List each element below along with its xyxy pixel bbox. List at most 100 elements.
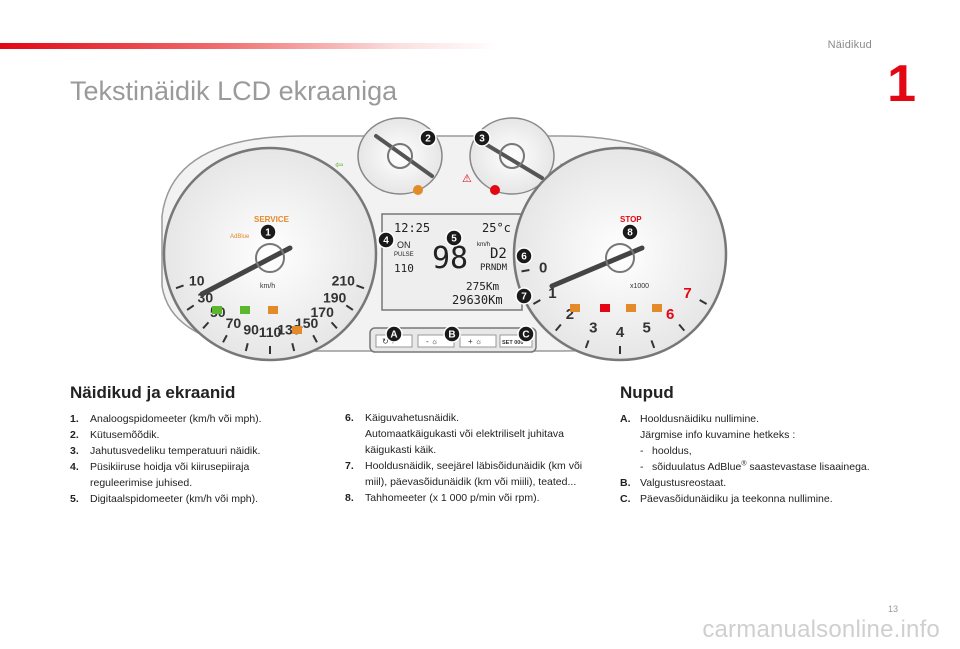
callout-badge [377,231,395,249]
list-item: 2.Kütusemõõdik. [70,429,160,441]
svg-text:29630Km: 29630Km [452,293,503,307]
dial-tick [244,343,249,352]
dial-tick [650,340,656,349]
dial-tick-label: 90 [243,322,259,338]
svg-text:+ ☼: + ☼ [468,337,482,346]
sub-item: -hooldus, [640,445,692,457]
svg-text:- ☼: - ☼ [426,337,438,346]
callout-badge [473,129,491,147]
dial-tick-label: 110 [259,324,282,340]
callout-badge [515,287,533,305]
stop-label: STOP [620,215,642,224]
dial-tick [330,321,338,329]
watermark: carmanualsonline.info [702,616,940,643]
callout-badge [443,325,461,343]
sub-item: -sõiduulatus AdBlue® saastevastase lisaa… [640,460,870,474]
dial-tick [291,343,296,352]
indicators-column: Näidikud ja ekraanid 1.Analoogspidomeete… [70,383,310,507]
dial-tick [186,304,195,311]
callout-label: 6 [521,252,527,263]
list-item: C.Päevasõidunäidiku ja teekonna nullimin… [620,493,833,505]
page-number: 13 [887,604,898,614]
dial-tick-label: 7 [683,285,691,302]
svg-text:SET 000: SET 000 [502,340,523,346]
callout-badge [515,247,533,265]
list-item: B.Valgustusreostaat. [620,477,727,489]
callout-label: 1 [265,228,271,239]
callout-label: 3 [479,134,485,145]
chapter-number: 1 [887,55,916,113]
dial-tick-label: 1 [548,285,556,302]
callout-badge [621,223,639,241]
section-label: Näidikud [827,39,872,51]
list-item: 6.Käiguvahetusnäidik.Automaatkäigukasti … [345,412,565,456]
dial-tick [175,284,184,290]
list-item: 4.Püsikiiruse hoidja või kiirusepiiraja … [70,461,250,489]
dial-tick [312,334,318,343]
adblue-label: AdBlue [230,234,250,240]
dial-tick-label: 3 [589,319,597,336]
list-item: A. Hooldusnäidiku nullimine.Järgmise inf… [620,411,880,475]
tachometer-dial [512,146,728,362]
tachometer-unit: x1000 [630,283,649,290]
dial-tick [554,323,562,332]
dial-tick [356,284,365,290]
svg-text:⇦: ⇦ [335,160,343,171]
callout-label: 2 [425,134,431,145]
svg-text:⚠: ⚠ [462,173,472,185]
svg-text:ON: ON [397,240,411,250]
svg-text:km/h: km/h [477,242,490,248]
dial-tick [345,304,354,311]
header-accent-bar [0,43,500,49]
dial-tick-label: 170 [311,304,335,320]
callout-label: C [522,330,529,341]
callout-badge [517,325,535,343]
buttons-column: Nupud A. Hooldusnäidiku nullimine.Järgmi… [620,383,880,507]
dial-tick-label: 0 [539,260,547,277]
dial-tick-label: 6 [666,306,674,323]
svg-text:25°c: 25°c [482,221,511,235]
list-item: 7.Hooldusnäidik, seejärel läbisõidunäidi… [345,460,583,488]
svg-text:110: 110 [394,262,414,275]
dial-tick-label: 10 [189,273,205,289]
dial-tick [532,299,541,305]
callout-label: 5 [451,234,457,245]
callout-label: B [448,330,455,341]
indicators-list: 1.Analoogspidomeeter (km/h või mph). 2.K… [70,411,310,507]
dial-tick [222,334,228,343]
dial-tick-label: 2 [566,306,574,323]
dial-tick-label: 4 [616,324,625,341]
callout-badge [419,129,437,147]
svg-text:PULSE: PULSE [394,252,414,258]
dial-tick-label: 5 [643,319,651,336]
callout-badge [445,229,463,247]
buttons-heading: Nupud [620,383,674,402]
dial-tick-label: 210 [332,273,356,289]
callout-badge [385,325,403,343]
dial-tick [699,299,708,305]
dial-tick-label: 190 [323,290,347,306]
callout-label: 7 [521,292,527,303]
list-item: 1.Analoogspidomeeter (km/h või mph). [70,413,262,425]
service-label: SERVICE [254,215,290,224]
temp-gauge [469,117,555,195]
indicators-column-continued: 6.Käiguvahetusnäidik.Automaatkäigukasti … [345,410,605,506]
svg-text:D2: D2 [490,246,507,262]
dial-tick [202,321,210,329]
dial-tick [678,323,686,332]
speedometer-unit: km/h [260,283,275,290]
svg-text:98: 98 [432,241,468,276]
dial-tick-label: 70 [226,315,242,331]
svg-text:12:25: 12:25 [394,221,430,235]
dial-tick [584,340,590,349]
svg-text:PRNDM: PRNDM [480,263,508,273]
indicators-heading: Näidikud ja ekraanid [70,383,236,402]
dial-tick [521,268,530,273]
svg-text:275Km: 275Km [466,280,499,293]
list-item: 3.Jahutusvedeliku temperatuuri näidik. [70,445,261,457]
callout-label: 4 [383,236,389,247]
instrument-cluster-illustration: ⇦ ⇨ ⚠ 1030507090110130150170190210 km/h … [161,117,728,362]
list-item: 8.Tahhomeeter (x 1 000 p/min või rpm). [345,492,540,504]
list-item: 5.Digitaalspidomeeter (km/h või mph). [70,493,259,505]
callout-label: 8 [627,228,633,239]
